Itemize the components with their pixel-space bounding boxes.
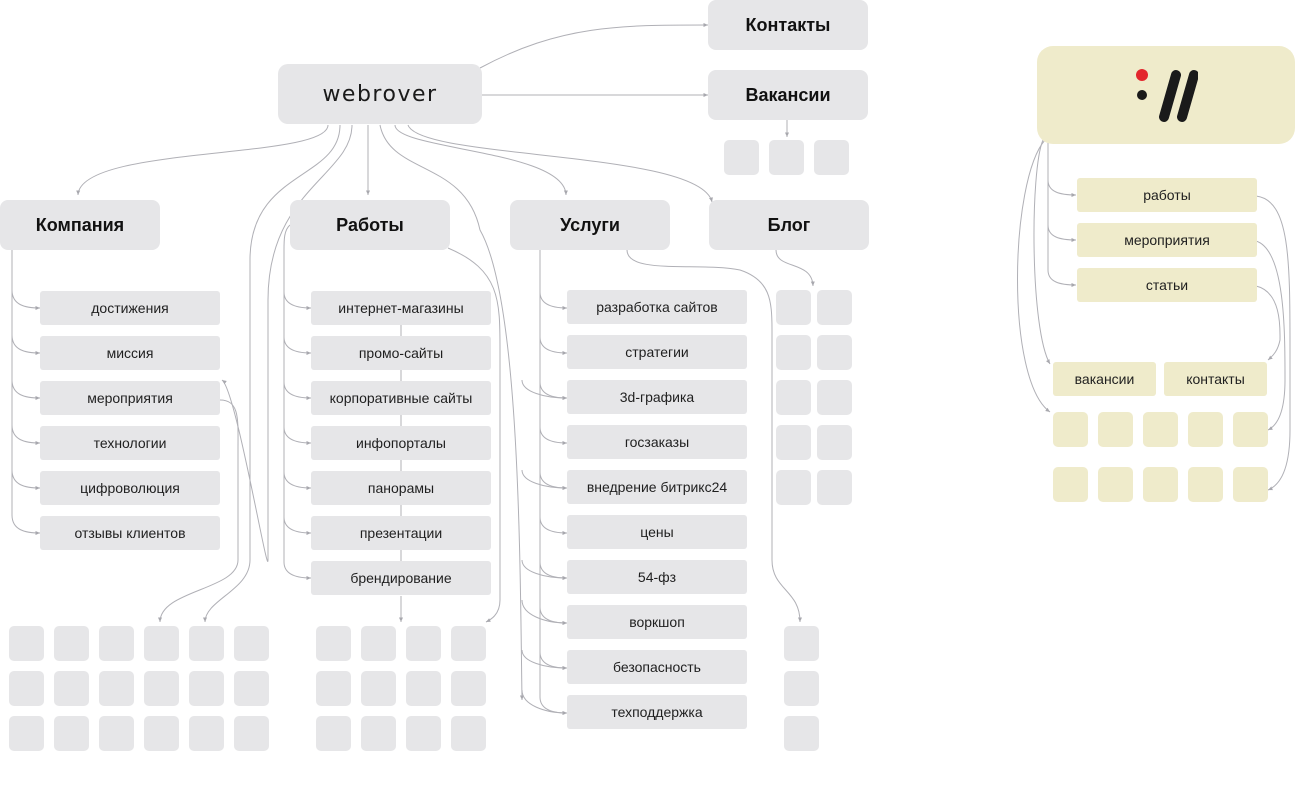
vacancy-tile [724,140,759,175]
placeholder-tile [144,716,179,751]
placeholder-tile [316,671,351,706]
placeholder-tile [99,671,134,706]
placeholder-tile [406,626,441,661]
brand-item[interactable]: работы [1077,178,1257,212]
works-item[interactable]: корпоративные сайты [311,381,491,415]
placeholder-tile [189,671,224,706]
placeholder-tile [54,716,89,751]
company-item[interactable]: технологии [40,426,220,460]
placeholder-tile [361,716,396,751]
placeholder-tile [784,671,819,706]
placeholder-tile [234,626,269,661]
placeholder-tile [817,335,852,370]
placeholder-tile [1053,412,1088,447]
services-item[interactable]: внедрение битрикс24 [567,470,747,504]
company-item[interactable]: достижения [40,291,220,325]
works-item[interactable]: интернет-магазины [311,291,491,325]
placeholder-tile [1053,467,1088,502]
vacancy-tile [769,140,804,175]
placeholder-tile [144,671,179,706]
placeholder-tile [451,626,486,661]
services-item[interactable]: стратегии [567,335,747,369]
services-item[interactable]: безопасность [567,650,747,684]
placeholder-tile [776,290,811,325]
placeholder-tile [784,716,819,751]
placeholder-tile [316,716,351,751]
company-item[interactable]: цифроволюция [40,471,220,505]
services-item[interactable]: разработка сайтов [567,290,747,324]
placeholder-tile [1098,467,1133,502]
placeholder-tile [189,626,224,661]
works-item[interactable]: промо-сайты [311,336,491,370]
placeholder-tile [9,716,44,751]
works-node[interactable]: Работы [290,200,450,250]
services-item[interactable]: воркшоп [567,605,747,639]
contacts-node[interactable]: Контакты [708,0,868,50]
company-item[interactable]: миссия [40,336,220,370]
placeholder-tile [316,626,351,661]
placeholder-tile [776,470,811,505]
placeholder-tile [1188,412,1223,447]
services-node[interactable]: Услуги [510,200,670,250]
vacancy-tile [814,140,849,175]
brand-sub-item[interactable]: контакты [1164,362,1267,396]
placeholder-tile [776,380,811,415]
placeholder-tile [406,716,441,751]
placeholder-tile [361,626,396,661]
placeholder-tile [234,716,269,751]
placeholder-tile [99,716,134,751]
placeholder-tile [1188,467,1223,502]
placeholder-tile [406,671,441,706]
placeholder-tile [817,380,852,415]
brand-item[interactable]: статьи [1077,268,1257,302]
placeholder-tile [1098,412,1133,447]
placeholder-tile [1233,412,1268,447]
vacancies-node[interactable]: Вакансии [708,70,868,120]
placeholder-tile [784,626,819,661]
placeholder-tile [234,671,269,706]
services-item[interactable]: 54-фз [567,560,747,594]
brand-sub-item[interactable]: вакансии [1053,362,1156,396]
blog-node[interactable]: Блог [709,200,869,250]
placeholder-tile [54,626,89,661]
brand-card[interactable] [1037,46,1295,144]
placeholder-tile [189,716,224,751]
services-item[interactable]: цены [567,515,747,549]
company-node[interactable]: Компания [0,200,160,250]
placeholder-tile [9,671,44,706]
company-item[interactable]: отзывы клиентов [40,516,220,550]
webrover-logo: webrover [322,81,438,107]
placeholder-tile [54,671,89,706]
placeholder-tile [144,626,179,661]
works-item[interactable]: презентации [311,516,491,550]
placeholder-tile [1233,467,1268,502]
placeholder-tile [776,335,811,370]
placeholder-tile [99,626,134,661]
works-item[interactable]: брендирование [311,561,491,595]
brand-item[interactable]: мероприятия [1077,223,1257,257]
placeholder-tile [776,425,811,460]
placeholder-tile [1143,467,1178,502]
works-item[interactable]: панорамы [311,471,491,505]
root-logo-node[interactable]: webrover [278,64,482,124]
company-item[interactable]: мероприятия [40,381,220,415]
placeholder-tile [451,671,486,706]
services-item[interactable]: госзаказы [567,425,747,459]
services-item[interactable]: 3d-графика [567,380,747,414]
brand-mark-icon [1136,69,1198,122]
placeholder-tile [451,716,486,751]
placeholder-tile [9,626,44,661]
placeholder-tile [817,290,852,325]
placeholder-tile [817,470,852,505]
placeholder-tile [817,425,852,460]
works-item[interactable]: инфопорталы [311,426,491,460]
placeholder-tile [1143,412,1178,447]
placeholder-tile [361,671,396,706]
services-item[interactable]: техподдержка [567,695,747,729]
